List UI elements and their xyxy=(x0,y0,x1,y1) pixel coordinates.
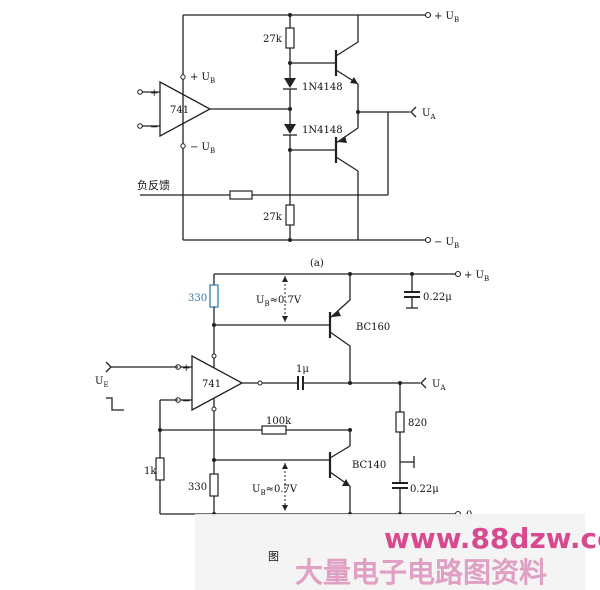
supply-neg-label-a: − UB xyxy=(434,237,459,250)
resistor-1k-b xyxy=(155,457,165,481)
diode2-label-a: 1N4148 xyxy=(302,125,343,136)
svg-text:−: − xyxy=(182,396,190,407)
diode1-label-a: 1N4148 xyxy=(302,82,343,93)
input-terminal-pos-a xyxy=(137,89,143,95)
cap-bottom-label-b: 0.22μ xyxy=(410,484,439,495)
terminal-supply-pos-b xyxy=(454,270,462,278)
supply-pos-label-b: + UB xyxy=(464,270,489,283)
diode-2-a xyxy=(284,124,296,134)
svg-text:+: + xyxy=(150,88,158,99)
watermark-text: 大量电子电路图资料 xyxy=(295,556,547,589)
output-terminal-b xyxy=(420,377,427,389)
input-label-b: UE xyxy=(95,376,109,389)
transistor-top-label-b: BC160 xyxy=(356,322,390,333)
output-label-a: UA xyxy=(422,108,436,121)
caption-b: 图 xyxy=(268,550,279,563)
output-terminal-a xyxy=(410,106,417,118)
opamp-label-b: 741 xyxy=(202,379,221,390)
watermark: 图 www.88dzw.com 大量电子电路图资料 xyxy=(195,514,600,590)
resistor-820-b xyxy=(395,411,405,433)
terminal-supply-neg-a xyxy=(424,236,432,244)
r-top-label-b: 330 xyxy=(188,293,207,304)
r-100k-label-b: 100k xyxy=(266,416,292,427)
cap-coupling-label-b: 1μ xyxy=(296,364,309,375)
diode-1-a xyxy=(284,78,296,88)
caption-a: (a) xyxy=(310,258,324,269)
feedback-resistor-a xyxy=(229,190,253,200)
watermark-url: www.88dzw.com xyxy=(384,522,600,555)
opamp-a xyxy=(159,80,212,138)
feedback-label-a: 负反馈 xyxy=(137,178,170,192)
r-bottom-label-b: 330 xyxy=(188,482,207,493)
opamp-label-a: 741 xyxy=(170,105,189,116)
svg-text:−: − xyxy=(150,122,158,133)
ube-bottom-label: UB≈0.7V xyxy=(252,484,298,497)
supply-pos-label-a: + UB xyxy=(434,11,459,24)
resistor-100k-b xyxy=(261,425,287,435)
r-820-label-b: 820 xyxy=(408,418,427,429)
terminal-supply-pos-a xyxy=(424,11,432,19)
step-icon xyxy=(106,397,124,411)
resistor-330-bottom-b xyxy=(209,473,219,497)
opamp-vneg-label-a: − UB xyxy=(190,142,215,155)
ube-top-label: UB≈0.7V xyxy=(256,295,302,308)
opamp-vpos-label-a: + UB xyxy=(190,72,215,85)
svg-text:+: + xyxy=(182,363,190,374)
circuit-a: + UB − UB 741 + − + UB − UB 27k 1N4148 xyxy=(137,11,459,269)
circuit-b: + UB 330 UB≈0.7V BC160 0.22μ 741 xyxy=(95,270,489,521)
r-1k-label-b: 1k xyxy=(144,466,157,477)
cap-top-label-b: 0.22μ xyxy=(423,292,452,303)
output-label-b: UA xyxy=(432,379,446,392)
opamp-b xyxy=(191,354,244,412)
input-terminal-b xyxy=(105,361,112,373)
input-terminal-neg-a xyxy=(137,123,143,129)
r-bottom-label-a: 27k xyxy=(263,212,283,223)
resistor-27k-bottom-a xyxy=(285,204,295,226)
r-top-label-a: 27k xyxy=(263,34,283,45)
resistor-27k-top-a xyxy=(285,27,295,49)
transistor-bottom-label-b: BC140 xyxy=(352,460,386,471)
resistor-330-top-b xyxy=(209,284,219,308)
